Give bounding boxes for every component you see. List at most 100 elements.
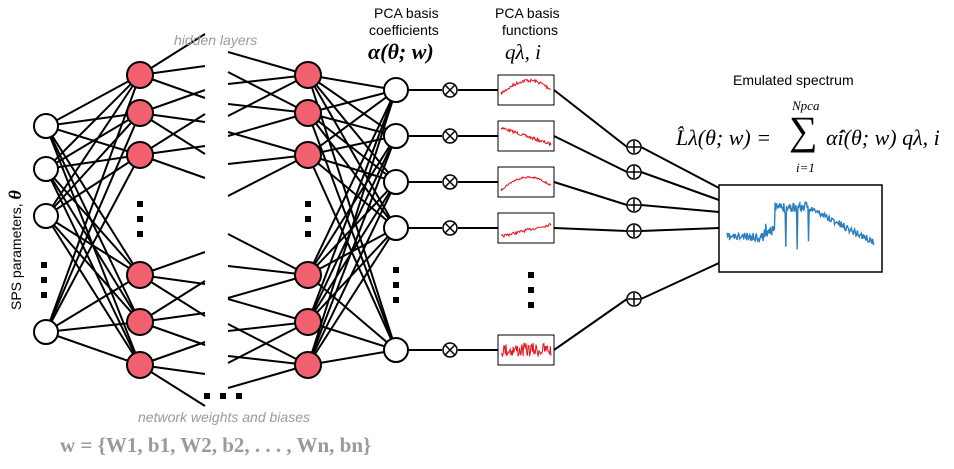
otimes-icon (442, 174, 458, 190)
otimes-icon (442, 220, 458, 236)
pca-func-math: qλ, i (505, 40, 541, 64)
edge-hidden-pca (307, 181, 397, 366)
hidden-node (126, 351, 154, 379)
edge-hidden-pca (307, 112, 397, 183)
oplus-icon (626, 223, 642, 239)
edge-input-hidden (45, 74, 141, 333)
hidden-node (294, 99, 322, 127)
edge-hidden-pca (307, 74, 397, 183)
hidden-layers-label: hidden layers (174, 32, 258, 48)
otimes-stroke (444, 176, 456, 188)
edge-oplus-output (640, 204, 720, 213)
otimes-stroke (444, 344, 456, 356)
emulated-spectrum-label: Emulated spectrum (733, 72, 854, 88)
hidden-node (126, 261, 154, 289)
otimes-stroke (444, 84, 456, 96)
pca-node (383, 169, 409, 195)
edge-basis-oplus (553, 89, 628, 148)
hidden-node (294, 261, 322, 289)
edge-hidden2-in (227, 323, 309, 366)
hidden-node (294, 141, 322, 169)
edge-hidden-pca (307, 89, 397, 323)
edge-input-hidden (45, 274, 141, 333)
edge-input-hidden (45, 168, 141, 366)
edge-input-hidden (45, 215, 141, 366)
hidden-node (294, 61, 322, 89)
edge-basis-oplus (553, 227, 628, 232)
hidden-node (126, 141, 154, 169)
formula-lhs: L̂λ(θ; w) = (676, 125, 772, 150)
otimes-stroke (444, 130, 456, 142)
sps-theta: θ (5, 190, 25, 200)
hidden-node (126, 308, 154, 336)
oplus-icon (626, 197, 642, 213)
edge-hidden2-in (227, 74, 309, 117)
weights-math: w = {W1, b1, W2, b2, . . . , Wn, bn} (60, 433, 372, 457)
spectrum-frame (718, 184, 883, 273)
formula-upper: Npca (792, 98, 820, 113)
layer-ellipsis (204, 393, 252, 413)
hidden-node (294, 308, 322, 336)
edge-hidden2-in (227, 71, 309, 114)
edge-input-hidden (45, 321, 141, 333)
basis-curve (500, 126, 552, 147)
edge-hidden2-in (227, 321, 309, 364)
formula-lower: i=1 (796, 160, 815, 175)
edge-oplus-output (640, 146, 720, 189)
edge-hidden-pca (307, 89, 397, 114)
hidden-node (294, 351, 322, 379)
edge-hidden-pca (307, 74, 397, 91)
sps-params-text: SPS parameters, (8, 203, 24, 310)
input-node (33, 156, 59, 182)
edge-input-hidden (45, 112, 141, 333)
basis-function-1 (497, 74, 555, 106)
edge-oplus-output (640, 227, 720, 232)
input-ellipsis (41, 262, 47, 307)
hidden1-ellipsis (137, 201, 143, 246)
pca-coeff-label-1: PCA basis (374, 5, 439, 21)
formula-sum: ∑ (789, 108, 818, 153)
network-edges (45, 33, 720, 407)
edge-hidden-pca (307, 89, 397, 366)
edge-hidden-pca (307, 74, 397, 229)
network-nodes (33, 61, 409, 379)
basis-function-5 (497, 334, 555, 366)
basis-frame (497, 212, 555, 244)
edge-hidden-pca (307, 154, 397, 183)
edge-hidden-pca (307, 135, 397, 366)
edge-oplus-output (640, 262, 720, 300)
sps-parameters-label: SPS parameters, θ (5, 190, 26, 310)
otimes-icon (442, 342, 458, 358)
pca-node (383, 215, 409, 241)
oplus-icon (626, 164, 642, 180)
basis-functions (497, 74, 555, 366)
oplus-icon (626, 291, 642, 307)
otimes-icon (442, 82, 458, 98)
basis-function-3 (497, 166, 555, 198)
edge-input-hidden (45, 112, 141, 217)
basis-curve (500, 342, 552, 358)
hidden-node (126, 61, 154, 89)
pca-node (383, 77, 409, 103)
pca-node (383, 123, 409, 149)
edge-hidden-pca (307, 349, 397, 366)
edge-hidden-pca (307, 74, 397, 137)
edge-hidden-pca (307, 135, 397, 156)
edge-hidden-pca (307, 89, 397, 156)
edge-basis-oplus (553, 135, 628, 173)
otimes-icon (442, 128, 458, 144)
edge-hidden-pca (307, 227, 397, 366)
edge-input-hidden (45, 154, 141, 333)
edge-input-hidden (45, 215, 141, 323)
output-spectrum (718, 184, 883, 273)
basis-curve (500, 78, 552, 95)
edge-hidden-pca (307, 74, 397, 351)
edge-input-hidden (45, 154, 141, 217)
pca-coeff-label-2: coefficients (369, 22, 439, 38)
pca-func-label-1: PCA basis (495, 5, 560, 21)
edge-input-hidden (45, 112, 141, 170)
edge-input-hidden (45, 331, 141, 366)
formula-rhs: α̂i(θ; w) qλ, i (826, 125, 940, 150)
edge-oplus-output (640, 171, 720, 201)
pca-func-label-2: functions (502, 22, 559, 38)
